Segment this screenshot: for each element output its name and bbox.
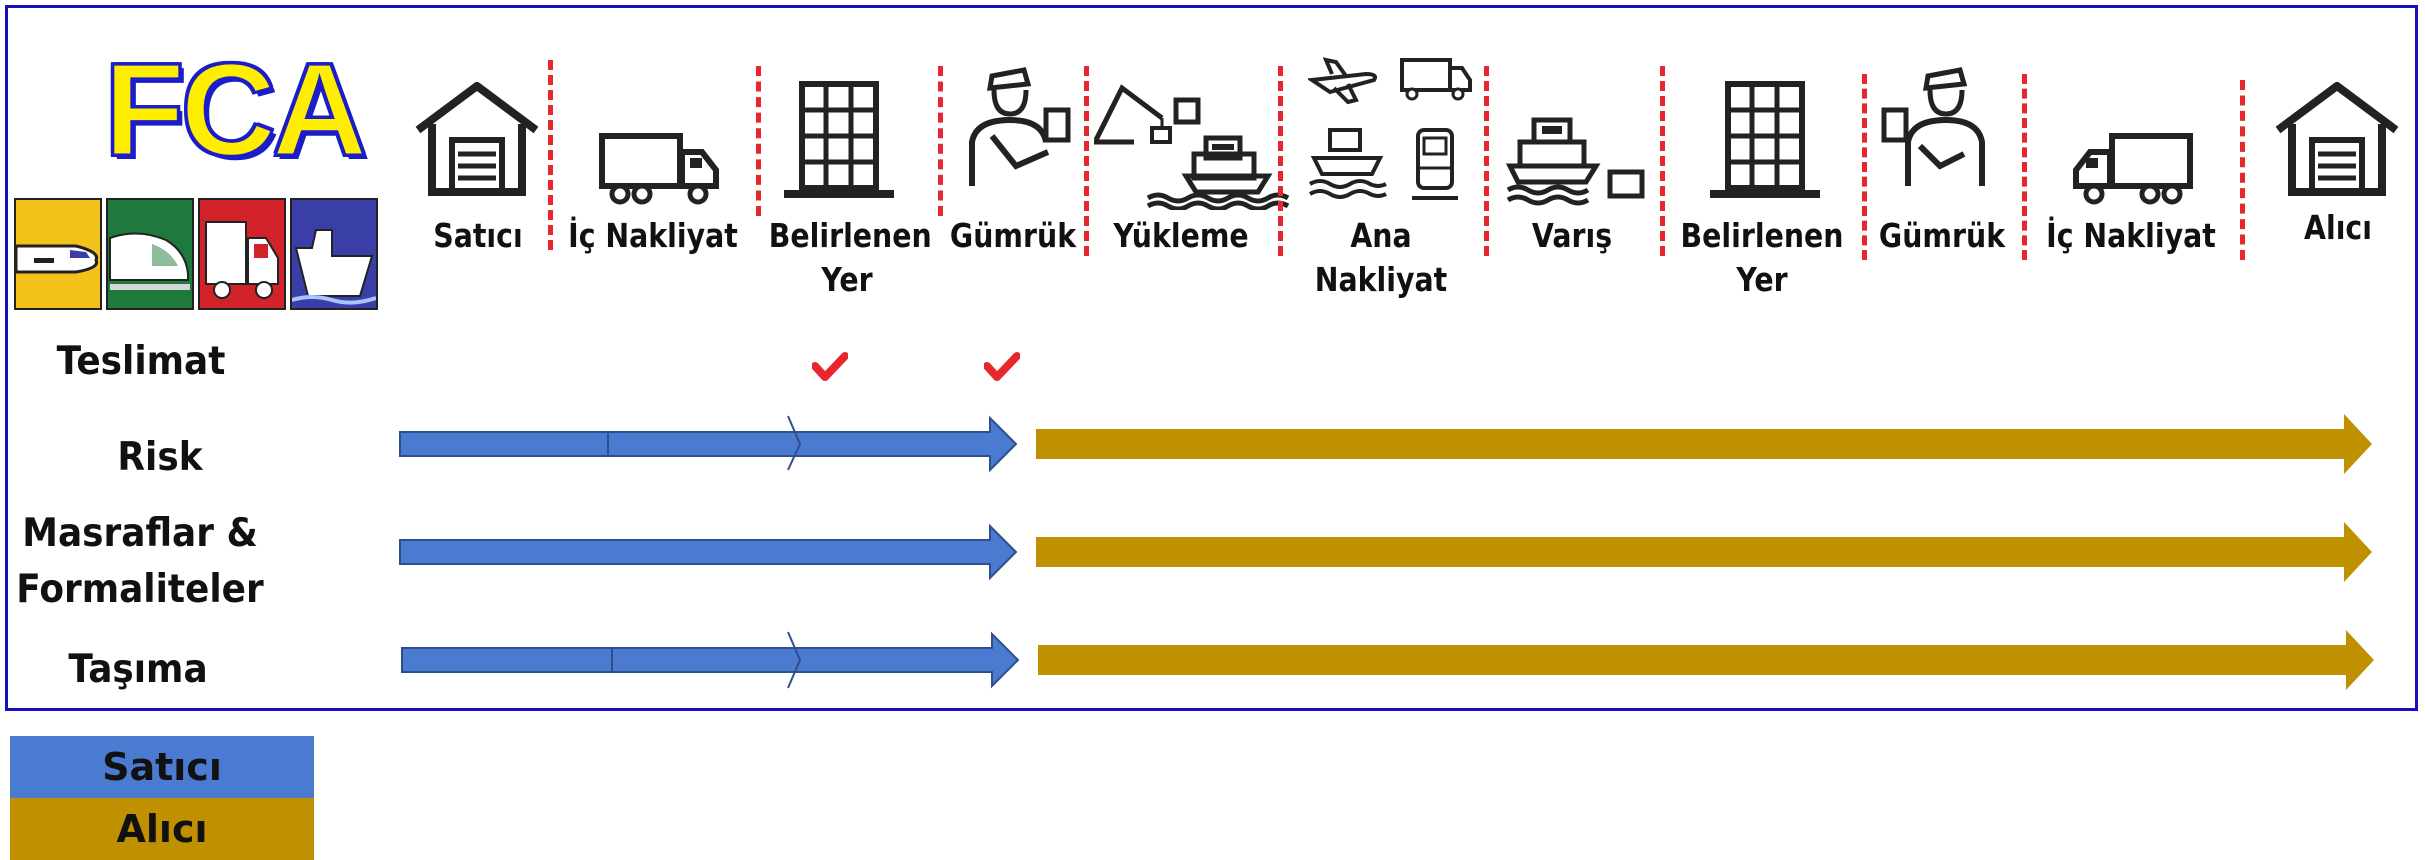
- step-label: İç Nakliyat: [568, 216, 738, 255]
- stage-divider: [756, 66, 761, 216]
- warehouse-icon: [415, 82, 539, 196]
- row-label-costs: Masraflar & Formaliteler: [16, 511, 264, 612]
- mode-tile-sea: [290, 198, 378, 310]
- multimodal-transport-icon: [1308, 57, 1472, 200]
- segment-marker: [787, 631, 802, 689]
- segment-marker: [787, 415, 802, 471]
- airplane-icon: [14, 244, 99, 274]
- step-label: Ana Nakliyat: [1314, 216, 1448, 299]
- step-label: Gümrük: [1878, 216, 2006, 255]
- buyer-costs-arrow: [1036, 522, 2372, 582]
- legend-buyer: Alıcı: [10, 798, 314, 860]
- mode-tile-road: [198, 198, 286, 310]
- stage-divider: [1084, 66, 1089, 256]
- mode-tile-air: [14, 198, 102, 310]
- step-label: Yükleme: [1113, 216, 1249, 255]
- step-label: Belirlenen Yer: [1680, 216, 1844, 299]
- step-label: Belirlenen Yer: [768, 216, 932, 299]
- stage-divider: [1484, 66, 1489, 256]
- crane-ship-icon: [1093, 84, 1290, 210]
- seller-costs-arrow: [399, 523, 1018, 581]
- checkmark-icon: [984, 352, 1020, 381]
- stage-divider: [548, 60, 553, 250]
- step-label: Varış: [1531, 216, 1613, 255]
- warehouse-icon: [2275, 82, 2399, 196]
- mode-tile-rail: [106, 198, 194, 310]
- diagram-frame: [5, 5, 2418, 711]
- stage-divider: [1660, 66, 1665, 256]
- row-label-transport: Taşıma: [68, 647, 208, 692]
- seller-transport-arrow: [401, 631, 1020, 689]
- truck-icon: [2073, 133, 2193, 205]
- step-label: Satıcı: [433, 216, 523, 255]
- row-label-delivery: Teslimat: [56, 339, 226, 384]
- truck-icon: [205, 221, 279, 299]
- checkmark-icon: [812, 352, 848, 381]
- building-icon: [784, 81, 894, 198]
- ship-icon: [291, 229, 377, 305]
- stage-divider: [2240, 80, 2245, 260]
- stage-divider: [938, 66, 943, 216]
- stage-divider: [1862, 74, 1867, 260]
- buyer-transport-arrow: [1038, 630, 2374, 690]
- step-label: İç Nakliyat: [2046, 216, 2216, 255]
- buyer-risk-arrow: [1036, 414, 2372, 474]
- step-label: Gümrük: [949, 216, 1077, 255]
- step-label: Alıcı: [2304, 208, 2372, 247]
- stage-divider: [1278, 66, 1283, 256]
- row-label-risk: Risk: [117, 435, 203, 480]
- legend-seller: Satıcı: [10, 736, 314, 798]
- customs-officer-icon: [969, 67, 1071, 186]
- building-icon: [1710, 81, 1820, 198]
- ship-arrival-icon: [1506, 117, 1645, 206]
- train-icon: [109, 232, 190, 290]
- truck-icon: [599, 133, 719, 205]
- seller-risk-arrow: [399, 415, 1018, 473]
- customs-officer-icon: [1881, 67, 1985, 186]
- stage-divider: [2022, 74, 2027, 260]
